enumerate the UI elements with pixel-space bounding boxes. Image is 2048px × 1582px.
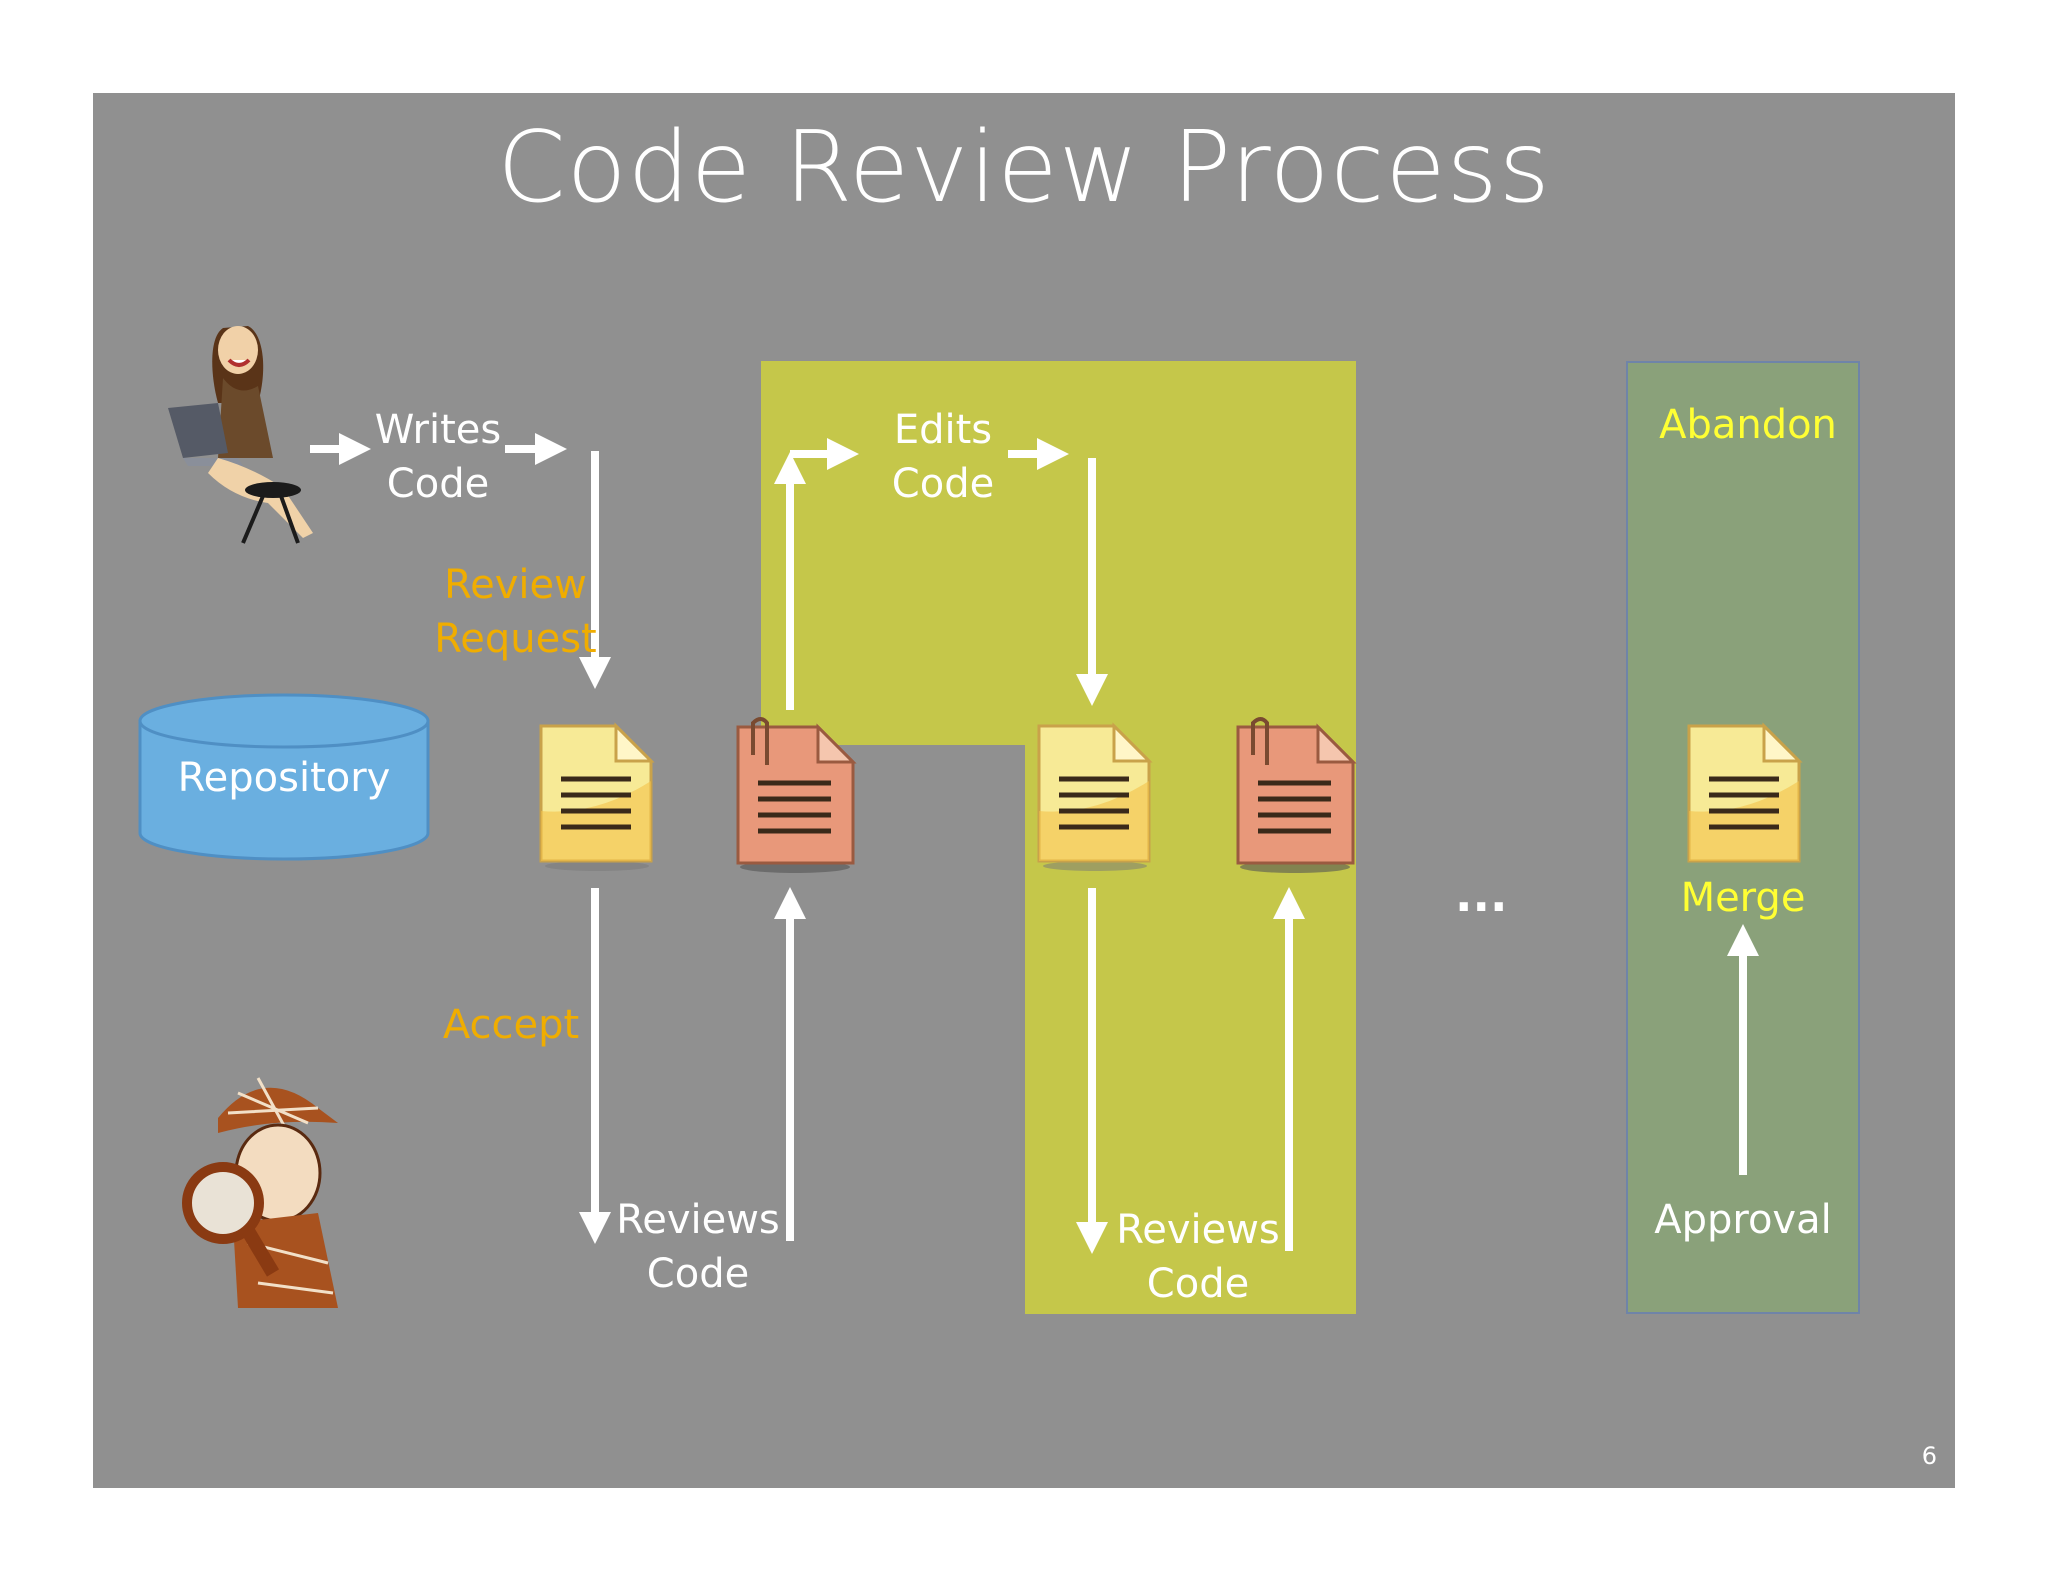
abandon-label: Abandon bbox=[1659, 402, 1837, 448]
repository-label: Repository bbox=[177, 755, 391, 801]
document-icon bbox=[539, 722, 655, 871]
accept-label: Accept bbox=[442, 1002, 580, 1048]
document-icon bbox=[1037, 722, 1153, 871]
flow-arrows bbox=[310, 433, 1759, 1254]
page-number: 6 bbox=[1921, 1442, 1937, 1470]
more-steps-ellipsis: ... bbox=[1455, 868, 1508, 922]
approval-label: Approval bbox=[1654, 1197, 1832, 1243]
reviews-code-label-2: Reviews Code bbox=[1116, 1207, 1280, 1307]
slide: Code Review Process Repository bbox=[93, 93, 1955, 1488]
reviewer-detective-icon bbox=[182, 1077, 338, 1308]
merge-label: Merge bbox=[1680, 875, 1806, 921]
author-woman-laptop-icon bbox=[168, 326, 313, 544]
clipped-document-icon bbox=[736, 717, 857, 873]
merged-document-icon bbox=[1687, 722, 1803, 863]
reviews-code-label-1: Reviews Code bbox=[616, 1197, 780, 1297]
review-request-label: Review Request bbox=[434, 562, 597, 662]
writes-code-label: Writes Code bbox=[374, 407, 502, 507]
edits-highlight-panel bbox=[761, 361, 1025, 745]
page-title: Code Review Process bbox=[497, 111, 1551, 225]
edits-code-label: Edits Code bbox=[891, 407, 995, 507]
repository-cylinder bbox=[138, 693, 430, 861]
clipped-document-icon bbox=[1236, 717, 1357, 873]
